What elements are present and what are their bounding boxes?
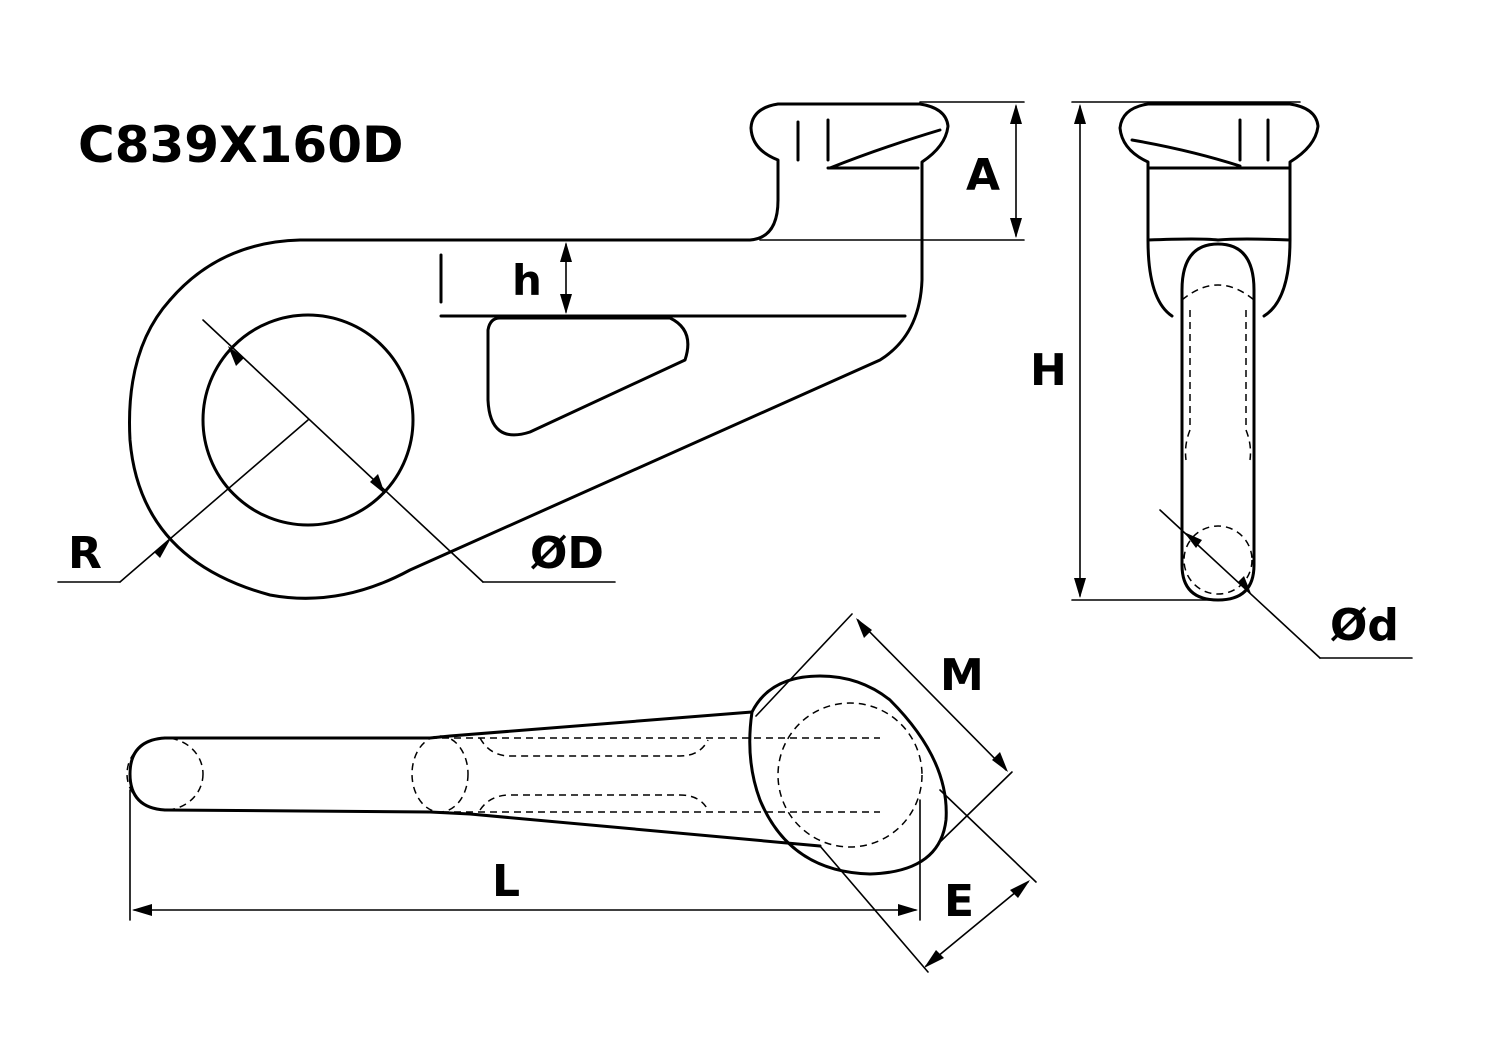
dimension-a: A bbox=[759, 101, 1025, 241]
top-view-hidden-ball bbox=[777, 702, 923, 848]
dimension-od-line bbox=[202, 319, 484, 583]
dimension-e-arrow-2 bbox=[1010, 880, 1030, 898]
front-view-head-slot bbox=[1130, 138, 1292, 170]
dimension-m: M bbox=[755, 613, 1013, 843]
front-view-neck bbox=[1146, 166, 1292, 242]
dimension-a-label: A bbox=[966, 150, 1000, 201]
dimension-m-arrow-1 bbox=[856, 618, 872, 638]
dimension-r-line bbox=[119, 419, 309, 583]
dimension-h-overall: H bbox=[1030, 101, 1301, 601]
dimension-small-d: Ød bbox=[1159, 509, 1413, 659]
top-view-end-cap bbox=[128, 736, 167, 812]
dimension-m-label: M bbox=[940, 650, 984, 701]
top-view-hidden-slot bbox=[430, 737, 880, 813]
front-view-hidden-shank bbox=[1181, 284, 1255, 461]
dimension-od: ØD bbox=[202, 319, 616, 583]
dimension-small-d-arrow-1 bbox=[1184, 532, 1202, 548]
dimension-r-label: R bbox=[68, 528, 102, 579]
side-view-head-cap bbox=[749, 102, 950, 247]
dimension-m-ext-1 bbox=[755, 613, 853, 717]
dimension-e: E bbox=[819, 789, 1037, 973]
dimension-od-arrow-1 bbox=[228, 346, 244, 366]
dimension-m-line bbox=[857, 619, 1007, 771]
dimension-a-arrow-top bbox=[1010, 104, 1022, 124]
dimension-e-line bbox=[925, 881, 1029, 967]
side-view-eye-hole bbox=[201, 313, 415, 527]
front-view-shank bbox=[1180, 242, 1256, 602]
dimension-e-arrow-1 bbox=[924, 950, 944, 968]
dimension-h: h bbox=[512, 242, 572, 314]
dimension-e-ext-2 bbox=[939, 789, 1037, 883]
top-view-hidden-end bbox=[126, 737, 204, 811]
dimension-od-label: ØD bbox=[530, 528, 604, 579]
part-number-title: C839X160D bbox=[78, 116, 404, 174]
side-view-head-slot bbox=[826, 128, 942, 170]
dimension-r: R bbox=[57, 419, 309, 583]
dimension-small-d-label: Ød bbox=[1330, 600, 1399, 651]
dimension-h-overall-arrow-top bbox=[1074, 104, 1086, 124]
side-view-head-ribs bbox=[796, 118, 830, 162]
dimension-h-arrow-top bbox=[560, 242, 572, 262]
front-view-hidden-ball bbox=[1183, 525, 1253, 595]
dimension-h-label: h bbox=[512, 256, 542, 305]
side-view-body-outline bbox=[128, 243, 924, 600]
dimension-m-ext-2 bbox=[939, 771, 1013, 843]
side-view bbox=[128, 102, 950, 600]
front-view-shoulder bbox=[1146, 237, 1292, 318]
dimension-e-ext-1 bbox=[819, 845, 929, 973]
front-view-head-cap bbox=[1118, 102, 1320, 170]
dimension-e-label: E bbox=[944, 876, 974, 927]
side-view-neck bbox=[168, 198, 780, 302]
dimension-h-overall-arrow-bottom bbox=[1074, 578, 1086, 598]
top-view-shank bbox=[163, 710, 822, 848]
dimension-l-arrow-right bbox=[898, 904, 918, 916]
front-view bbox=[1118, 102, 1320, 602]
side-view-triangular-opening bbox=[486, 316, 690, 437]
dimension-h-arrow-bottom bbox=[560, 294, 572, 314]
front-view-head-ribs bbox=[1238, 118, 1270, 162]
dimension-a-arrow-bottom bbox=[1010, 218, 1022, 238]
dimension-m-arrow-2 bbox=[992, 752, 1008, 772]
dimension-small-d-arrow-2 bbox=[1238, 576, 1252, 596]
dimension-h-overall-label: H bbox=[1030, 345, 1067, 396]
dimension-r-arrow bbox=[154, 540, 170, 558]
dimension-l: L bbox=[129, 789, 921, 921]
dimension-l-label: L bbox=[492, 856, 520, 907]
dimension-od-arrow-2 bbox=[370, 474, 385, 494]
top-view bbox=[126, 674, 948, 876]
dimension-l-arrow-left bbox=[132, 904, 152, 916]
top-view-hidden-transition bbox=[411, 735, 469, 813]
top-view-head bbox=[748, 674, 948, 876]
